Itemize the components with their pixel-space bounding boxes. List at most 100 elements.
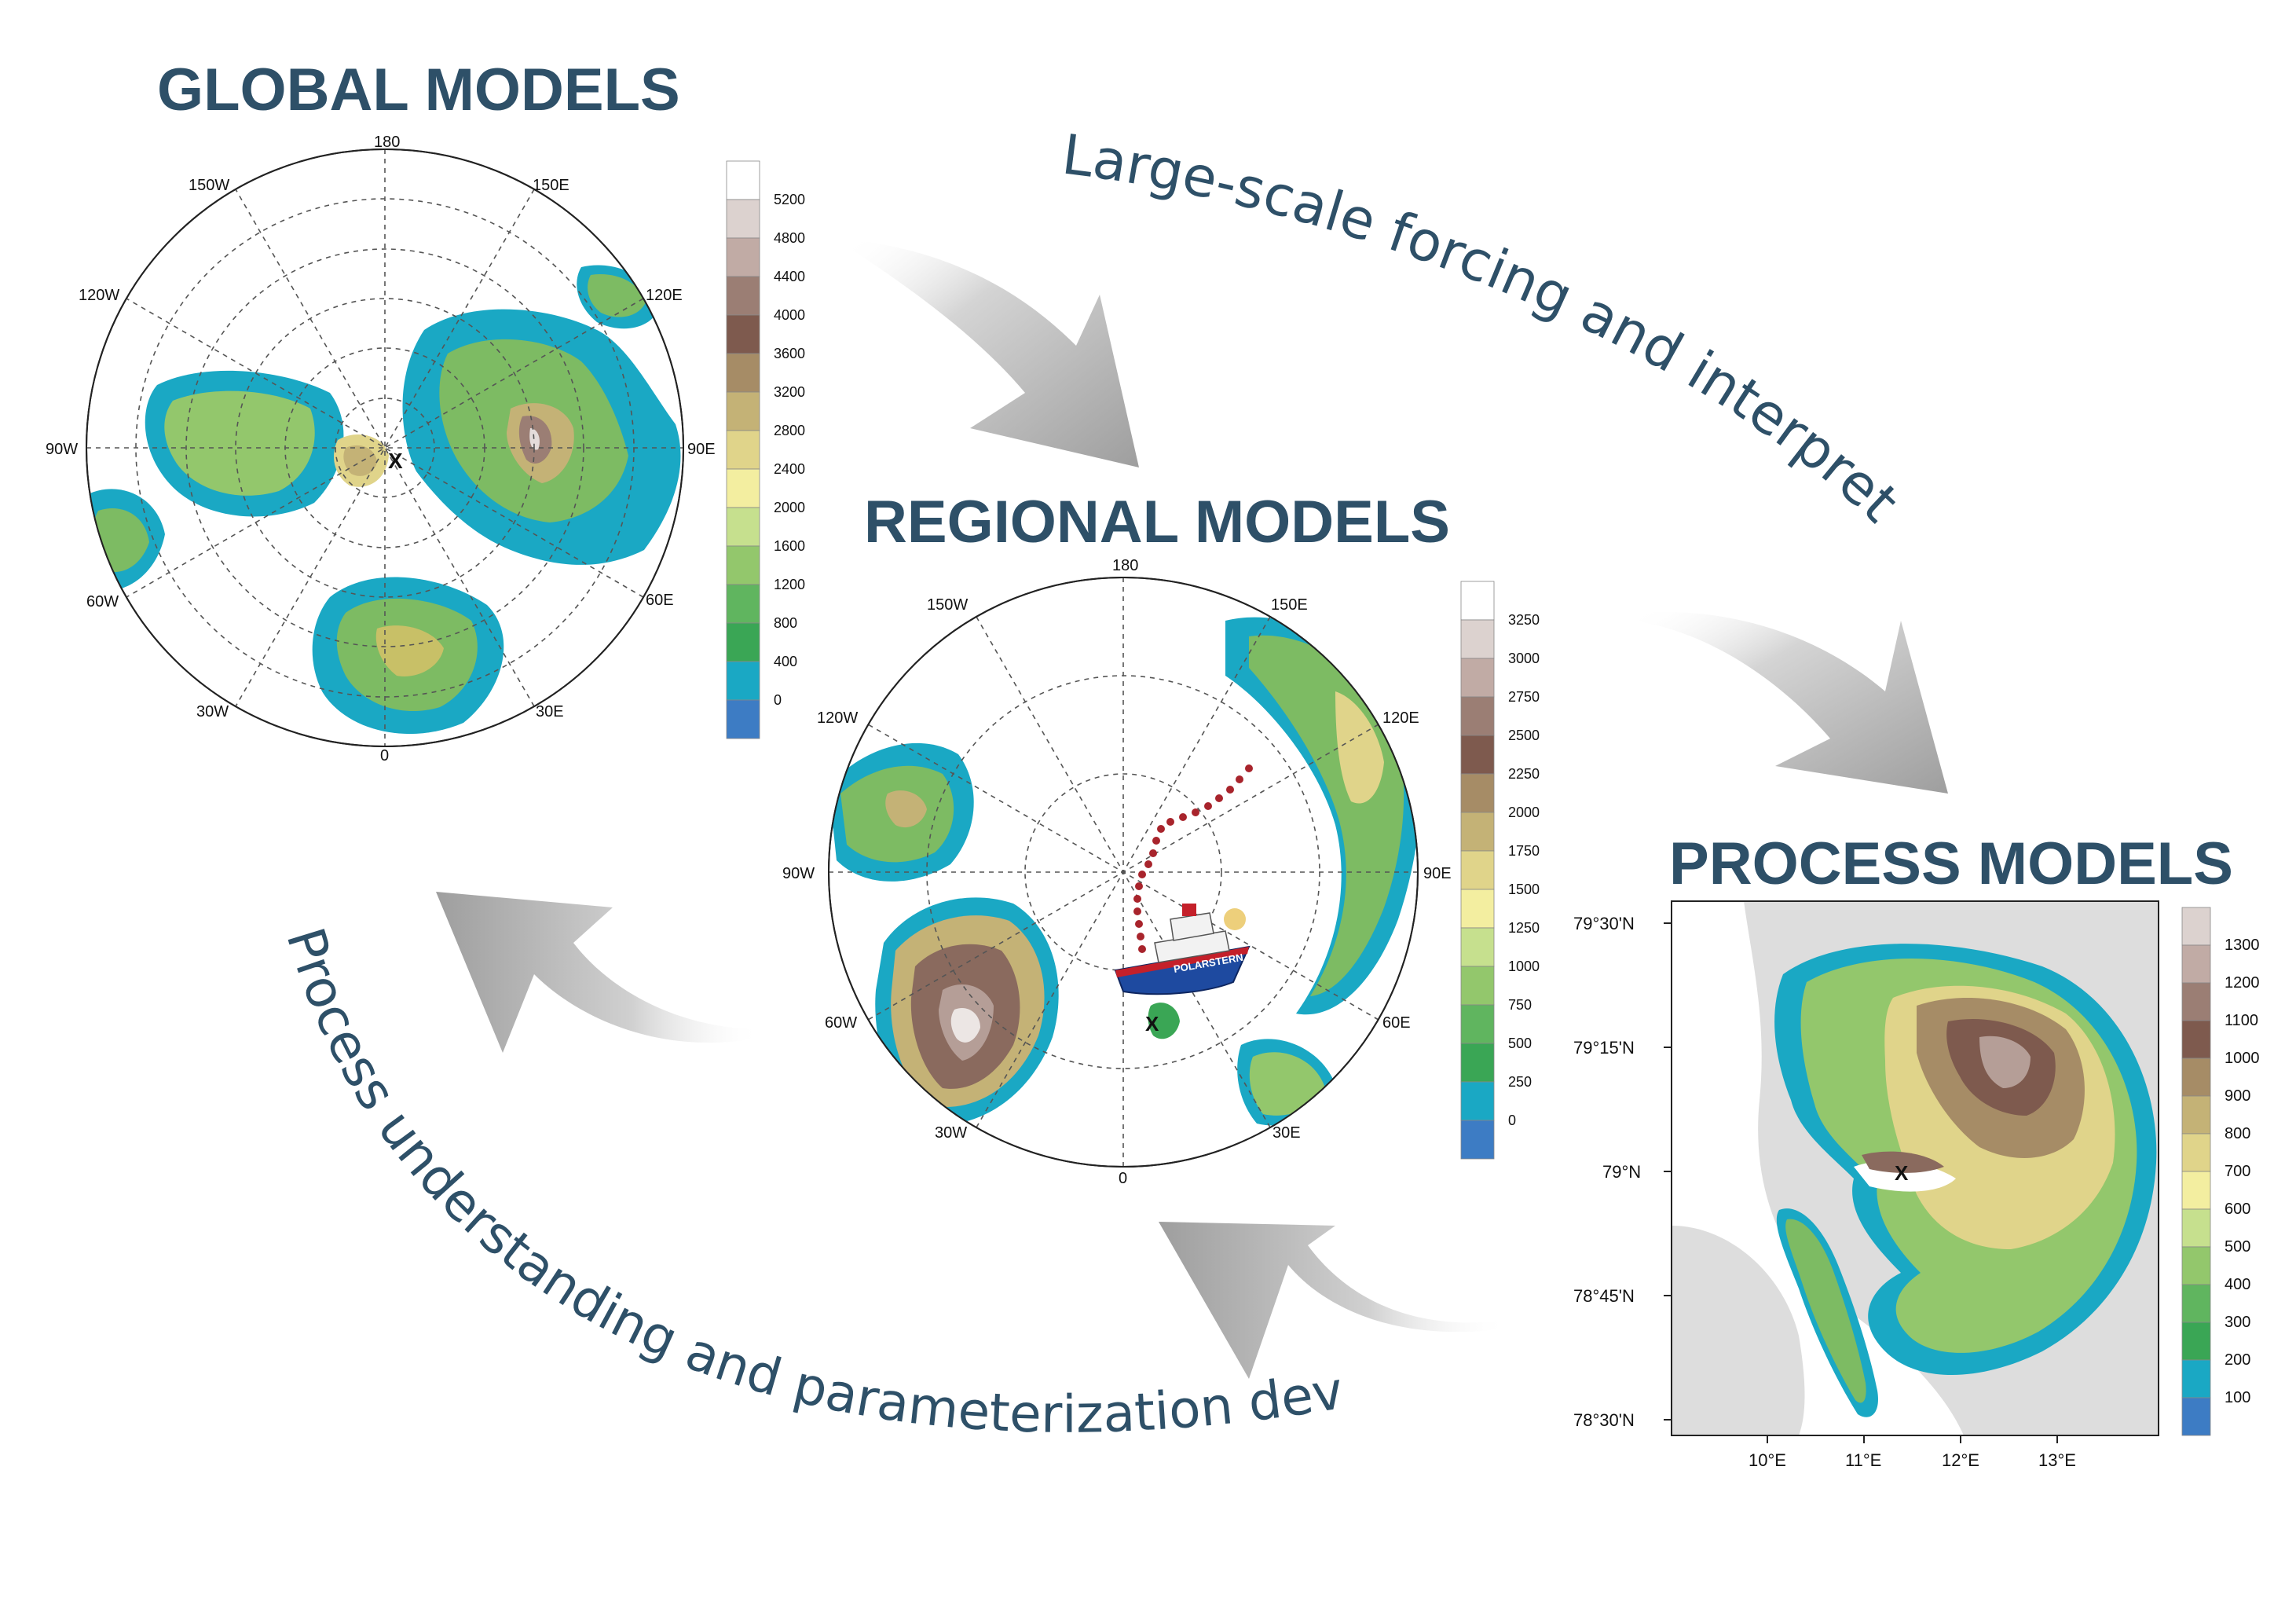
process-colorbar-swatch [2181,1095,2211,1135]
regional-lon-30e: 30E [1273,1124,1301,1142]
process-colorbar-swatch [2181,1208,2211,1248]
regional-colorbar-swatch [1460,773,1495,813]
global-graticule [86,149,683,746]
process-models-heading: PROCESS MODELS [1669,830,2233,897]
global-colorbar-swatch [726,353,760,393]
process-colorbar-label: 1000 [2225,1050,2260,1067]
global-colorbar-swatch [726,391,760,431]
regional-colorbar-swatch [1460,581,1495,621]
process-colorbar: 1300120011001000900800700600500400300200… [2181,907,2260,1436]
global-colorbar-swatch [726,622,760,662]
global-colorbar-swatch [726,276,760,316]
global-colorbar-label: 4000 [774,307,805,323]
regional-colorbar-swatch [1460,619,1495,659]
global-colorbar-swatch [726,430,760,470]
regional-colorbar-label: 0 [1508,1113,1516,1128]
regional-colorbar-swatch [1460,658,1495,698]
process-lat-labels: 79°30'N 79°15'N 79°N 78°45'N 78°30'N [1573,914,1641,1430]
global-lon-30w: 30W [196,703,229,720]
process-lat-79-30: 79°30'N [1573,914,1635,933]
process-colorbar-swatch [2181,1359,2211,1399]
global-colorbar-swatch [726,661,760,701]
process-map: X 79°30'N 79°15'N 79°N 78°45'N 78°30'N 1… [1573,900,2159,1470]
process-colorbar-label: 100 [2225,1389,2250,1406]
regional-lon-labels: 180 150E 120E 90E 60E 30E 0 30W 60W 90W … [782,557,1452,1187]
global-lon-120e: 120E [646,287,683,304]
regional-colorbar-label: 1000 [1508,959,1540,974]
regional-colorbar-swatch [1460,966,1495,1006]
arrow-regional-to-process [1634,611,1948,794]
process-colorbar-label: 500 [2225,1238,2250,1256]
regional-colorbar-swatch [1460,696,1495,736]
global-colorbar-label: 0 [774,692,782,708]
process-colorbar-swatch [2181,1058,2211,1097]
regional-lon-60e: 60E [1382,1014,1411,1032]
global-colorbar-swatch [726,199,760,239]
process-colorbar-label: 700 [2225,1163,2250,1180]
process-lat-78-45: 78°45'N [1573,1286,1635,1306]
global-colorbar-label: 3200 [774,384,805,400]
regional-colorbar-label: 250 [1508,1074,1532,1090]
regional-lon-90w: 90W [782,865,815,882]
regional-lon-120w: 120W [817,709,858,727]
process-lon-labels: 10°E 11°E 12°E 13°E [1749,1450,2076,1470]
global-colorbar-swatch [726,468,760,508]
regional-colorbar-label: 1750 [1508,843,1540,859]
global-colorbar-label: 800 [774,615,797,631]
process-lat-ticks [1664,922,2058,1443]
process-colorbar-label: 1100 [2225,1012,2258,1029]
arrow-process-to-regional [1159,1222,1508,1379]
regional-models-heading: REGIONAL MODELS [864,489,1450,555]
regional-colorbar-label: 750 [1508,997,1532,1013]
process-colorbar-swatch [2181,1397,2211,1436]
regional-colorbar: 3250300027502500225020001750150012501000… [1460,581,1540,1160]
regional-colorbar-label: 500 [1508,1036,1532,1051]
regional-colorbar-swatch [1460,850,1495,890]
regional-lon-150e: 150E [1271,596,1308,614]
global-lon-150e: 150E [533,177,569,194]
regional-graticule [829,577,1418,1167]
regional-colorbar-label: 2250 [1508,766,1540,782]
regional-site-marker: X [1145,1012,1159,1036]
regional-lon-120e: 120E [1382,709,1419,727]
global-lon-labels: 180 150E 120E 90E 60E 30E 0 30W 60W 90W … [46,134,716,764]
global-colorbar-label: 3600 [774,346,805,361]
regional-colorbar-swatch [1460,1120,1495,1160]
global-colorbar-swatch [726,545,760,585]
regional-lon-150w: 150W [927,596,968,614]
process-lat-78-30: 78°30'N [1573,1410,1635,1430]
regional-colorbar-label: 2750 [1508,689,1540,705]
process-colorbar-label: 200 [2225,1351,2250,1369]
global-colorbar-swatch [726,160,760,200]
process-colorbar-swatch [2181,982,2211,1021]
process-colorbar-label: 900 [2225,1087,2250,1105]
global-lon-60w: 60W [86,593,119,610]
global-models-heading: GLOBAL MODELS [157,57,680,123]
global-colorbar-label: 1200 [774,577,805,592]
process-lat-79: 79°N [1602,1162,1641,1182]
global-colorbar-label: 2000 [774,500,805,515]
global-colorbar-label: 4400 [774,269,805,284]
global-colorbar-swatch [726,584,760,624]
regional-colorbar-label: 2500 [1508,728,1540,743]
global-lon-90w: 90W [46,441,78,458]
global-colorbar-swatch [726,314,760,354]
process-lat-79-15: 79°15'N [1573,1038,1635,1058]
process-colorbar-label: 300 [2225,1314,2250,1331]
process-colorbar-swatch [2181,1284,2211,1323]
regional-colorbar-label: 3000 [1508,651,1540,666]
global-lon-30e: 30E [536,703,564,720]
global-lon-180: 180 [374,134,400,151]
process-colorbar-swatch [2181,1133,2211,1172]
process-colorbar-swatch [2181,944,2211,984]
process-colorbar-swatch [2181,1171,2211,1210]
global-map: X 180 150E 120E 90E 60E 30E 0 30W 60W 90… [46,134,716,764]
global-lon-0: 0 [380,747,389,764]
process-lon-13e: 13°E [2038,1450,2076,1470]
global-colorbar-label: 5200 [774,192,805,207]
global-site-marker: X [388,449,403,473]
global-colorbar-label: 1600 [774,538,805,554]
global-lon-90e: 90E [687,441,716,458]
global-colorbar: 5200480044004000360032002800240020001600… [726,160,805,739]
